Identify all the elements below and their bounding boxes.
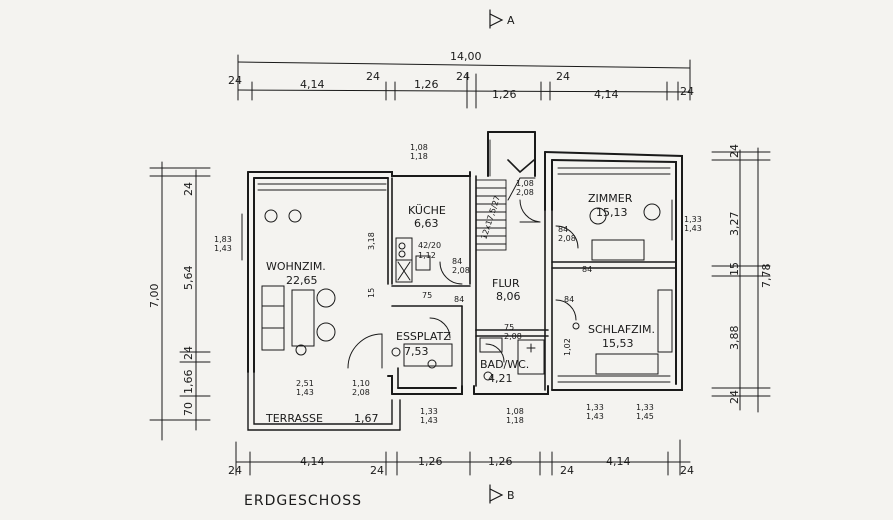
right-dim: 15 [728,262,741,276]
room-labels: WOHNZIM. 22,65 KÜCHE 6,63 ZIMMER 15,13 F… [265,192,655,425]
opening-dim: 15 [367,288,376,298]
right-dim: 3,88 [728,326,741,351]
room-area: 22,65 [286,274,318,287]
bottom-dim: 24 [680,464,694,477]
opening-dim: 42/20 [418,241,441,250]
room-name: FLUR [492,277,520,290]
top-dim: 4,14 [300,78,325,91]
top-dim: 24 [680,85,694,98]
bottom-dimension-labels: 24 4,14 24 1,26 1,26 24 4,14 24 [228,455,694,477]
room-name: ZIMMER [588,192,633,205]
bottom-dimension-lines [235,439,691,476]
left-dim: 24 [182,182,195,196]
room-name: TERRASSE [265,412,323,425]
left-dim: 5,64 [182,266,195,291]
bottom-dim: 4,14 [606,455,631,468]
bottom-dim: 4,14 [300,455,325,468]
room-name: ESSPLATZ [396,330,451,343]
opening-dim: 1,12 [418,251,436,260]
bottom-dim: 24 [560,464,574,477]
bottom-dim: 1,26 [418,455,443,468]
bottom-dim: 24 [370,464,384,477]
left-dim: 1,66 [182,370,195,395]
staircase [475,139,535,251]
inner-walls [387,175,677,391]
section-marker-a [489,9,504,29]
room-area: 8,06 [496,290,521,303]
right-total-dim: 7,78 [760,264,773,289]
top-dim: 24 [366,70,380,83]
bottom-dim: 24 [228,464,242,477]
top-dim: 1,26 [492,88,517,101]
left-total-dim: 7,00 [148,284,161,309]
right-dim: 24 [728,390,741,404]
top-dim: 24 [456,70,470,83]
bottom-dim: 1,26 [488,455,513,468]
opening-dim: 75 [422,291,432,300]
section-b-label: B [507,489,515,502]
top-dim: 24 [228,74,242,87]
opening-dim: 3,18 [367,232,376,250]
opening-dim: 84 [454,295,464,304]
top-dim: 4,14 [594,88,619,101]
left-dimension-labels: 7,00 24 5,64 24 1,66 70 [148,182,195,416]
door-swings [347,177,579,369]
section-marker-b [489,484,504,504]
right-dim: 24 [728,144,741,158]
top-dim: 24 [556,70,570,83]
room-area: 6,63 [414,217,439,230]
room-name: KÜCHE [408,204,446,217]
left-dim: 70 [182,402,195,416]
opening-dim: 84 [582,265,592,274]
top-dim: 1,26 [414,78,439,91]
opening-dim: 1,02 [563,338,572,356]
room-area: 15,53 [602,337,634,350]
section-a-label: A [507,14,515,27]
right-dim: 3,27 [728,212,741,237]
right-dimension-lines [711,147,771,413]
room-area: 4,21 [488,372,513,385]
outer-walls [247,131,683,395]
room-name: WOHNZIM. [266,260,326,273]
furniture [261,203,673,381]
room-area: 7,53 [404,345,429,358]
room-name: BAD/WC. [480,358,529,371]
right-dimension-labels: 7,78 24 3,27 15 3,88 24 [728,144,773,404]
opening-dim: 84 [564,295,574,304]
room-name: SCHLAFZIM. [588,323,655,336]
plan-title: ERDGESCHOSS [244,493,362,509]
top-total-dim: 14,00 [450,50,482,63]
left-dimension-lines [149,161,211,441]
top-dimension-labels: 14,00 24 4,14 24 1,26 24 1,26 24 4,14 24 [228,50,694,101]
top-dimension-lines [237,54,691,109]
room-area: 15,13 [596,206,628,219]
room-area: 1,67 [354,412,379,425]
left-dim: 24 [182,346,195,360]
terrace-outline [247,371,401,431]
